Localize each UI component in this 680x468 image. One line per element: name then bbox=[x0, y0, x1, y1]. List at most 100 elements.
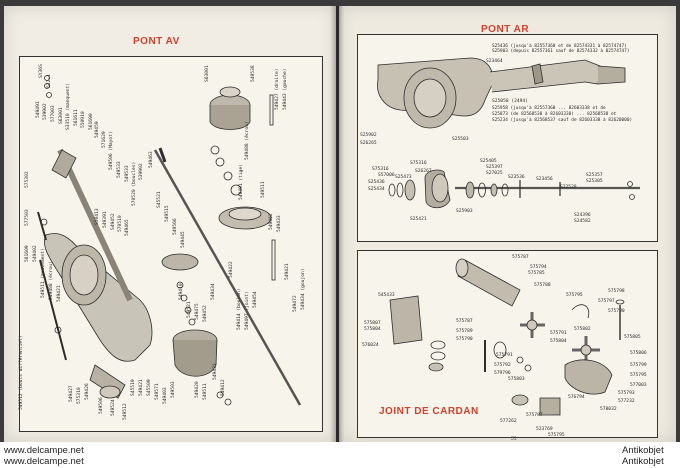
part-label: 549434 bbox=[211, 283, 216, 300]
pont-ar-title: PONT AR bbox=[481, 24, 530, 35]
part-label: S25305 bbox=[586, 179, 603, 184]
part-label: 549414 (boulon) bbox=[237, 288, 242, 331]
delcampe-url-right[interactable]: www.delcampe.net bbox=[4, 456, 84, 467]
part-label: 549421 bbox=[57, 285, 62, 302]
part-label: 549412 bbox=[221, 379, 226, 396]
part-label: 549506 bbox=[99, 397, 104, 414]
part-label: 549410 bbox=[179, 283, 184, 300]
part-label: S26267 bbox=[415, 169, 432, 174]
part-label: S27025 bbox=[486, 171, 503, 176]
note-line: S25903 (depuis 82557361 sauf de 82574332… bbox=[492, 49, 630, 54]
part-label: 575790 bbox=[608, 309, 625, 314]
part-label: S25357 bbox=[586, 173, 603, 178]
part-label: S75316 bbox=[410, 161, 427, 166]
part-label: S25903 bbox=[456, 209, 473, 214]
part-label: 575787 bbox=[456, 319, 473, 324]
cardan-yoke-lower bbox=[539, 397, 561, 416]
part-label: 575791 bbox=[496, 353, 513, 358]
part-label: 575803 bbox=[508, 377, 525, 382]
part-label: S25421 bbox=[410, 217, 427, 222]
part-label: 549402 bbox=[33, 245, 38, 262]
part-label: 571629 bbox=[102, 131, 107, 148]
part-label: 539902 bbox=[139, 163, 144, 180]
joint-de-cardan-title: JOINT DE CARDAN bbox=[379, 406, 479, 417]
part-label: 549512 bbox=[123, 403, 128, 420]
part-label: 575310 bbox=[77, 387, 82, 404]
antikobjet-handle-1[interactable]: Antikobjet bbox=[622, 445, 664, 456]
delcampe-url-left[interactable]: www.delcampe.net bbox=[4, 445, 84, 456]
note-line: S25234 (jusqu'à 82568537 sauf de 8260333… bbox=[492, 118, 633, 123]
footer-bar: www.delcampe.net www.delcampe.net Antiko… bbox=[0, 442, 680, 468]
part-label: 549443 (gauche) bbox=[283, 68, 288, 111]
part-label: S26265 bbox=[360, 141, 377, 146]
part-label: 575798 bbox=[608, 289, 625, 294]
part-label: 575787 bbox=[512, 255, 529, 260]
part-label: 570510 bbox=[118, 215, 123, 232]
part-label: S57006 bbox=[378, 173, 395, 178]
left-page: PONT AV bbox=[4, 6, 336, 442]
part-label: S25405 bbox=[480, 159, 497, 164]
part-label: 549431 bbox=[213, 363, 218, 380]
cardan-spiders bbox=[520, 312, 600, 364]
part-label: 549488 (écrou) bbox=[245, 121, 250, 160]
note-line: S25436 (jusqu'à 82557360 et de 82574331 … bbox=[492, 44, 627, 49]
part-label: 549488 (écrou) bbox=[49, 261, 54, 300]
part-label: S63001 bbox=[205, 65, 210, 82]
part-label: 575799 bbox=[630, 363, 647, 368]
part-label: 577503 bbox=[25, 209, 30, 226]
part-label: 549421 bbox=[285, 263, 290, 280]
pont-av-title: PONT AV bbox=[133, 36, 180, 47]
part-label: 577003 bbox=[51, 105, 56, 122]
part-label: 532-1 bbox=[47, 74, 52, 88]
part-label: 575792 bbox=[494, 363, 511, 368]
part-label: 549403 bbox=[163, 387, 168, 404]
part-label: 576024 bbox=[362, 343, 379, 348]
part-label: 545433 bbox=[378, 293, 395, 298]
part-label: 577262 bbox=[500, 419, 517, 424]
part-label: 549512 (bouts différentiel) bbox=[19, 335, 24, 410]
part-label: 575795 bbox=[630, 373, 647, 378]
part-label: 549533 bbox=[125, 165, 130, 182]
part-label: 549427 bbox=[69, 385, 74, 402]
part-label: 575302 bbox=[25, 171, 30, 188]
part-label: S63001 bbox=[59, 107, 64, 124]
front-small-parts bbox=[44, 75, 276, 406]
tie-rod bbox=[37, 211, 67, 361]
page-number: 31 bbox=[511, 436, 517, 442]
part-label: 549463 bbox=[149, 151, 154, 168]
part-label: 575788 bbox=[534, 283, 551, 288]
antikobjet-handle-2[interactable]: Antikobjet bbox=[622, 456, 664, 467]
part-label: 575791 bbox=[550, 331, 567, 336]
rear-bearing-set bbox=[388, 179, 635, 201]
part-label: S50413 bbox=[95, 208, 100, 225]
part-label: 577003 bbox=[630, 383, 647, 388]
part-label: 549511 (mouvement) bbox=[41, 248, 46, 298]
part-label: 523769 bbox=[536, 427, 553, 432]
part-label: 579796 bbox=[494, 371, 511, 376]
part-label: 549465 bbox=[125, 219, 130, 236]
part-label: 549571 bbox=[155, 383, 160, 400]
part-label: 549420 bbox=[195, 381, 200, 398]
part-label: 575790 bbox=[456, 337, 473, 342]
part-label: 549521 bbox=[187, 301, 192, 318]
part-label: 575787 bbox=[526, 413, 543, 418]
part-label: 549462 bbox=[269, 213, 274, 230]
part-label: 549421 bbox=[139, 379, 144, 396]
part-label: S25503 bbox=[452, 137, 469, 142]
part-label: 549511 bbox=[261, 181, 266, 198]
part-label: 561611 bbox=[74, 109, 79, 126]
part-label: 561690 bbox=[89, 113, 94, 130]
cardan-yoke-right bbox=[564, 359, 613, 395]
part-label: 549524 bbox=[111, 399, 116, 416]
note-line: S25873 (de 82568538 à 82603338) ... 8256… bbox=[492, 112, 617, 117]
part-label: 549503 bbox=[171, 381, 176, 398]
part-label: 549515 bbox=[165, 205, 170, 222]
part-label: S25902 bbox=[360, 133, 377, 138]
book-gutter bbox=[330, 6, 344, 442]
part-label: S45519 bbox=[131, 379, 136, 396]
part-label: 549491 bbox=[36, 101, 41, 118]
part-label: 549511 bbox=[203, 383, 208, 400]
part-label: S25434 bbox=[368, 187, 385, 192]
part-label: 575795 bbox=[566, 293, 583, 298]
part-label: 549452 bbox=[203, 305, 208, 322]
